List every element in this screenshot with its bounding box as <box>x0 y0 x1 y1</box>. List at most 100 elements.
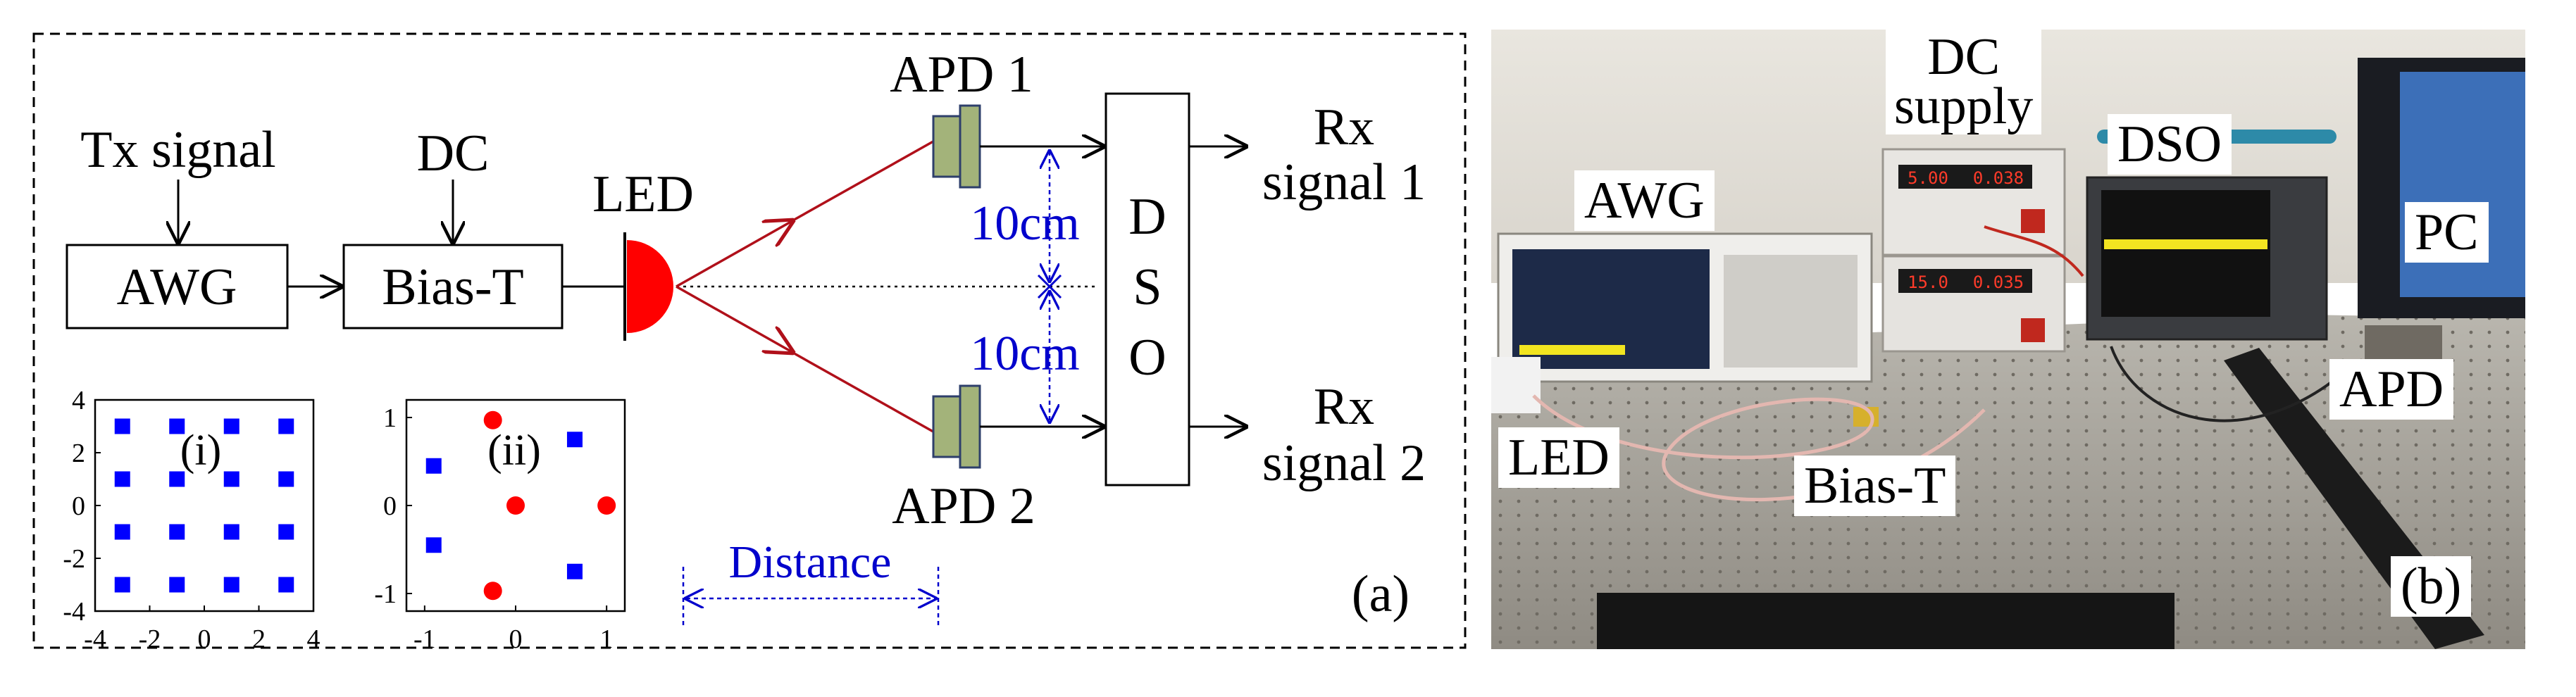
panel-a-frame <box>32 32 1467 649</box>
spacing-label-bottom: 10cm <box>970 327 1080 381</box>
constellation-i-label: (i) <box>180 427 222 475</box>
pc-monitor-screen <box>2400 72 2525 297</box>
constellation-point-square <box>223 524 239 540</box>
constellation-point-circle <box>597 496 616 515</box>
constellation-point-square <box>169 524 185 540</box>
led-emitter <box>627 240 673 333</box>
dc-supply-top-voltage: 5.00 <box>1908 168 1948 188</box>
foreground-rail <box>1597 593 2174 649</box>
constellation-point-circle <box>506 496 525 515</box>
cable-loop <box>1532 394 1986 502</box>
tx-signal-label: Tx signal <box>80 121 275 179</box>
constellation-point-square <box>114 471 130 487</box>
constellation-ii-label: (ii) <box>487 427 541 475</box>
rx1-label-line1: Rx <box>1314 99 1374 156</box>
constellation-xtick-label: -1 <box>413 624 436 654</box>
photo-label-dc-supply-line2: supply <box>1894 77 2034 136</box>
photo-label-led: LED <box>1498 427 1619 488</box>
dso-letter-d: D <box>1128 188 1166 246</box>
constellation-point-square <box>278 471 294 487</box>
dc-label: DC <box>417 125 490 182</box>
constellation-point-square <box>278 524 294 540</box>
awg-keypad <box>1724 255 1858 368</box>
photo-label-dso: DSO <box>2108 114 2232 175</box>
dso-block <box>1105 92 1190 486</box>
constellation-point-square <box>169 577 185 593</box>
constellation-xtick-label: -4 <box>84 624 106 654</box>
led-module <box>1491 357 1541 413</box>
constellation-point-square <box>169 418 185 434</box>
beam-lower-second <box>791 351 938 435</box>
photo-label-awg: AWG <box>1574 170 1715 231</box>
photo-label-dc-supply: DC supply <box>1886 30 2042 136</box>
dso-screen-trace <box>2104 239 2267 249</box>
rx2-label-line2: signal 2 <box>1262 434 1426 492</box>
awg-screen-trace <box>1519 345 1625 355</box>
spacing-label-top: 10cm <box>970 196 1080 251</box>
apd2-lens <box>932 395 962 458</box>
constellation-point-square <box>169 471 185 487</box>
dc-supply-bottom-current: 0.035 <box>1973 272 2024 292</box>
constellation-point-square <box>425 458 442 474</box>
apd1-label: APD 1 <box>890 46 1033 103</box>
photo-label-apd: APD <box>2329 359 2454 420</box>
dso-letter-s: S <box>1133 258 1162 316</box>
panel-a-tag: (a) <box>1352 565 1410 623</box>
spacing-center-cross-b <box>1037 274 1062 299</box>
beam-upper-second <box>791 138 938 222</box>
constellation-point-square <box>114 418 130 434</box>
constellation-xtick-label: -2 <box>139 624 161 654</box>
constellation-xtick-label: 2 <box>252 624 266 654</box>
constellation-point-square <box>425 537 442 553</box>
constellation-ytick-label: 2 <box>72 439 85 468</box>
photo-label-bias-t: Bias-T <box>1794 456 1956 516</box>
constellation-xtick-label: 1 <box>600 624 614 654</box>
bias-t-block <box>342 244 564 329</box>
constellation-xtick-label: 0 <box>509 624 523 654</box>
apd1-lens <box>932 115 962 178</box>
lab-setup-photo: 5.00 0.038 15.0 0.035 AWG DC <box>1491 30 2525 649</box>
constellation-point-square <box>223 418 239 434</box>
dc-supply-bottom-button <box>2021 318 2045 342</box>
beam-lower-first <box>676 285 795 353</box>
distance-label: Distance <box>729 536 892 588</box>
photo-label-dc-supply-line1: DC <box>1927 30 2001 86</box>
constellation-point-square <box>114 577 130 593</box>
constellation-point-square <box>566 563 583 579</box>
constellation-ytick-label: 4 <box>72 386 85 415</box>
constellation-point-square <box>566 432 583 448</box>
bias-t-label: Bias-T <box>382 258 523 316</box>
apd2-label: APD 2 <box>892 477 1035 535</box>
constellation-point-square <box>223 471 239 487</box>
constellation-xtick-label: 0 <box>198 624 211 654</box>
constellation-point-circle <box>483 582 502 601</box>
constellation-ytick-label: -1 <box>374 579 397 609</box>
constellation-point-square <box>114 524 130 540</box>
constellation-xtick-label: 4 <box>307 624 321 654</box>
dc-supply-bottom-voltage: 15.0 <box>1908 272 1948 292</box>
dso-letter-o: O <box>1128 329 1166 387</box>
dc-supply-top-display <box>1898 165 2032 189</box>
dc-supply-bottom-display <box>1898 269 2032 293</box>
constellation-point-square <box>278 577 294 593</box>
constellation-ytick-label: 1 <box>383 403 397 433</box>
dso-screen <box>2101 190 2270 317</box>
constellation-ytick-label: -4 <box>63 597 85 627</box>
rx1-label-line2: signal 1 <box>1262 153 1426 211</box>
constellation-point-square <box>278 418 294 434</box>
constellation-i-axes <box>94 398 315 613</box>
constellation-ytick-label: -2 <box>63 544 85 574</box>
apd2-body <box>959 384 981 469</box>
dc-supply-top-button <box>2021 209 2045 233</box>
rx2-label-line1: Rx <box>1314 378 1374 436</box>
awg-block <box>66 244 289 329</box>
apd1-body <box>959 104 981 189</box>
awg-label: AWG <box>117 258 237 316</box>
constellation-point-square <box>223 577 239 593</box>
photo-label-pc: PC <box>2405 202 2489 263</box>
constellation-point-circle <box>483 410 502 429</box>
photo-panel-tag: (b) <box>2391 556 2472 617</box>
dc-supply-top-current: 0.038 <box>1973 168 2024 188</box>
beam-upper-first <box>676 220 795 288</box>
